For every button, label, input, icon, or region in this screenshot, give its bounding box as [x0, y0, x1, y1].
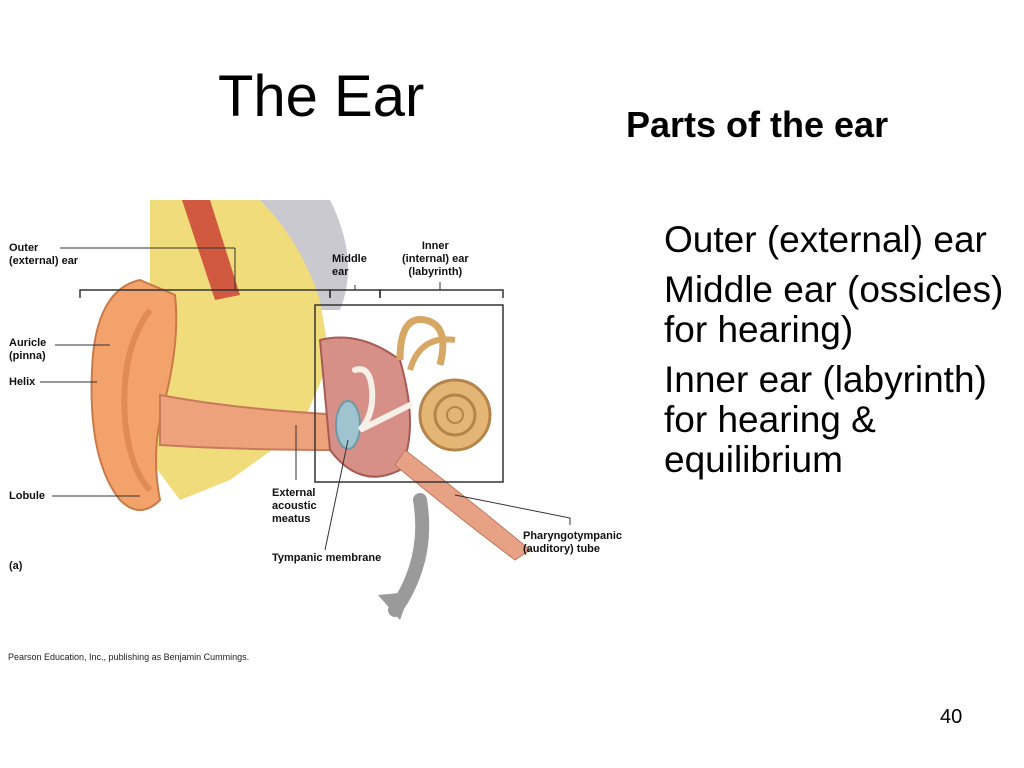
label-helix: Helix: [9, 376, 36, 388]
slide-subtitle: Parts of the ear: [626, 104, 889, 145]
label-auricle: Auricle (pinna): [9, 337, 47, 362]
bullet-inner-ear: Inner ear (labyrinth) for hearing & equi…: [664, 359, 987, 480]
bullet-middle-ear: Middle ear (ossicles) for hearing): [664, 269, 1004, 350]
label-pharyngotympanic-tube: Pharyngotympanic (auditory) tube: [523, 530, 623, 555]
ossicles: [352, 366, 413, 433]
cochlea-core: [446, 406, 464, 424]
bullet-list: Outer (external) ear Middle ear (ossicle…: [664, 220, 1009, 490]
label-outer-ear: Outer (external) ear: [9, 242, 79, 267]
page-number: 40: [940, 706, 963, 728]
label-tympanic-membrane: Tympanic membrane: [272, 552, 382, 564]
cochlea-inner-turn: [433, 393, 477, 437]
semicircular-canal-2: [407, 336, 456, 371]
label-panel-a: (a): [9, 560, 23, 572]
image-credit: Pearson Education, Inc., publishing as B…: [8, 652, 250, 662]
zoom-arrowhead: [378, 592, 410, 620]
label-middle-ear: Middle ear: [332, 253, 367, 278]
tympanic-membrane-shape: [335, 400, 361, 450]
muscle-strip: [182, 200, 240, 300]
cochlea: [418, 378, 492, 452]
semicircular-canal: [396, 316, 447, 366]
auditory-tube-shape: [394, 449, 531, 561]
label-lobule: Lobule: [9, 490, 46, 502]
helix-fold: [121, 308, 153, 493]
leader-tympanic: [324, 439, 349, 551]
ear-illustration: [40, 200, 571, 620]
label-inner-ear: Inner (internal) ear (labyrinth): [402, 240, 469, 278]
bullet-outer-ear: Outer (external) ear: [664, 219, 987, 260]
label-external-meatus: External acoustic meatus: [272, 487, 317, 525]
slide-title: The Ear: [218, 64, 425, 129]
middle-ear-cavity: [318, 336, 411, 478]
auricle-shape: [90, 278, 178, 511]
zoom-box: [314, 304, 504, 483]
ear-anatomy-diagram: Outer (external) ear Middle ear Inner (i…: [0, 200, 645, 670]
leader-pharyngo: [454, 494, 571, 525]
inner-ear-bracket: [379, 289, 504, 298]
